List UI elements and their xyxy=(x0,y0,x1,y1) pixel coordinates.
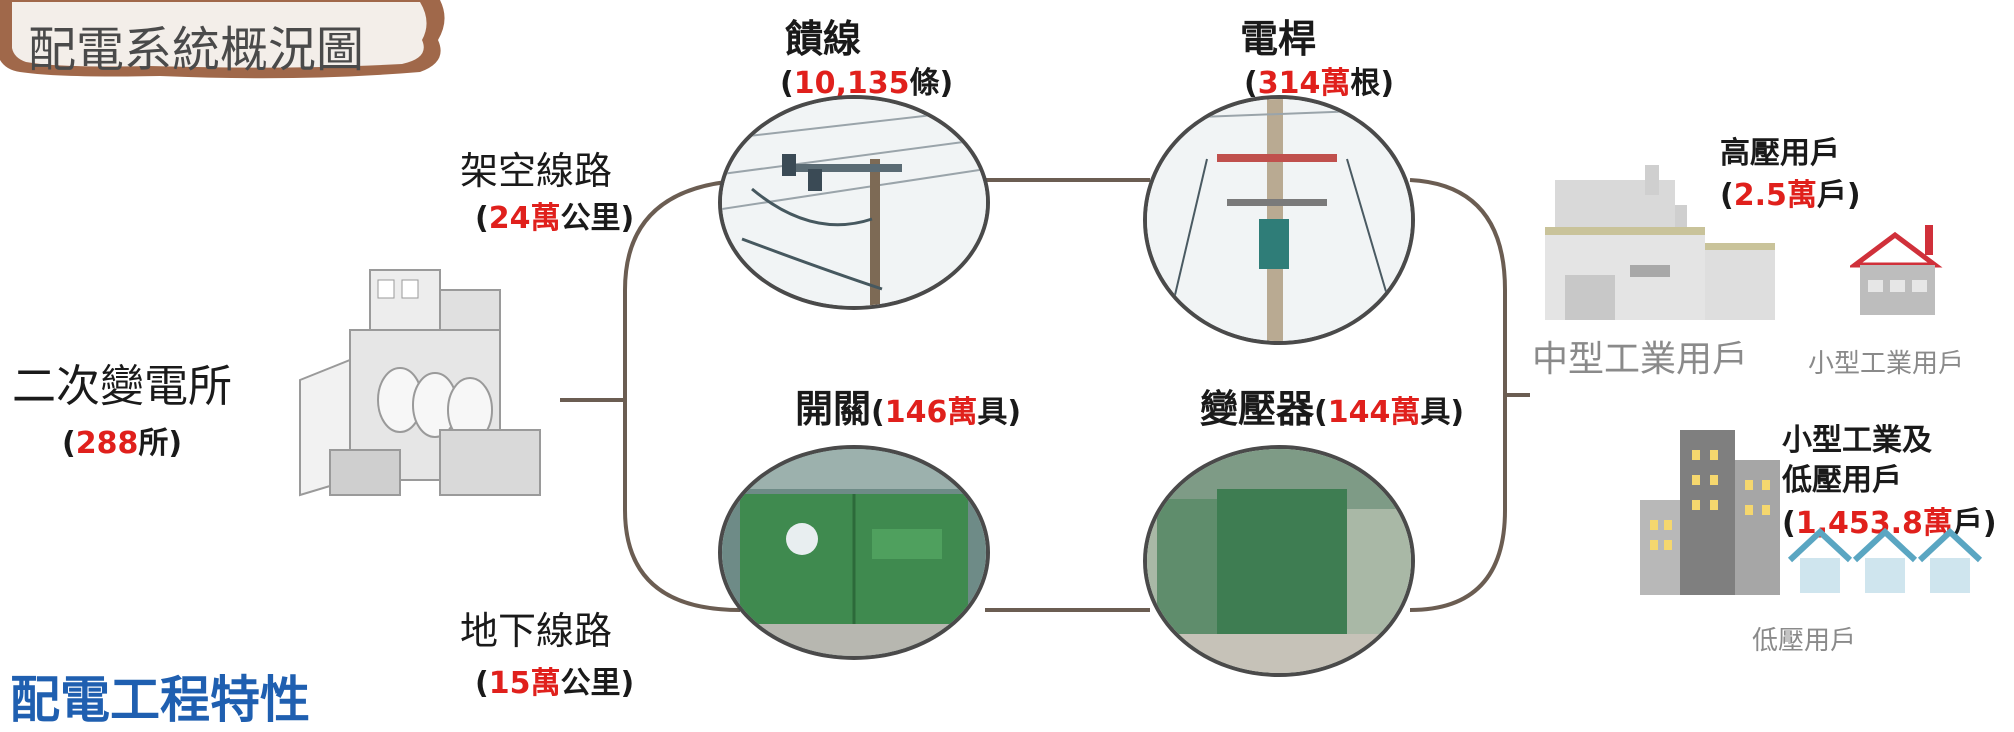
switch-name: 開關 xyxy=(795,387,872,431)
switch-photo-circle xyxy=(718,445,990,660)
hv-customer-number: 2.5萬 xyxy=(1733,178,1817,213)
low-voltage-label: 低壓用戶 xyxy=(1752,626,1857,656)
feeder-count-unit: 條 xyxy=(909,66,940,101)
lv-customer-label-line2: 低壓用戶 xyxy=(1782,463,1902,498)
switch-count-number: 146萬 xyxy=(884,395,978,430)
transformer-count-number: 144萬 xyxy=(1327,395,1421,430)
pole-photo xyxy=(1147,99,1411,341)
underground-line-length: (15萬公里) xyxy=(475,666,635,701)
feeder-label: 饋線 xyxy=(785,17,862,61)
feeder-count: (10,135條) xyxy=(780,66,954,101)
underground-line-label: 地下線路 xyxy=(460,609,613,653)
switch-count-unit: 具 xyxy=(977,395,1008,430)
substation-count: (288所) xyxy=(62,426,183,461)
feeder-photo xyxy=(722,99,986,306)
feeder-photo-circle xyxy=(718,95,990,310)
overhead-line-unit: 公里 xyxy=(560,201,621,236)
substation-label: 二次變電所 xyxy=(12,361,232,412)
switch-photo xyxy=(722,449,986,656)
pole-count-unit: 根 xyxy=(1350,66,1381,101)
title-banner xyxy=(0,0,445,79)
transformer-count-unit: 具 xyxy=(1420,395,1451,430)
pole-label: 電桿 xyxy=(1240,17,1317,61)
underground-line-unit: 公里 xyxy=(560,666,621,701)
banner-title: 配電系統概況圖 xyxy=(28,22,365,78)
substation-count-unit: 所 xyxy=(138,426,169,461)
medium-factory-illustration xyxy=(1545,165,1775,320)
medium-industry-label: 中型工業用戶 xyxy=(1532,339,1749,380)
switch-label: 開關(146萬具) xyxy=(795,387,1022,431)
hv-customer-label: 高壓用戶 xyxy=(1720,136,1840,171)
hv-customer-unit: 戶 xyxy=(1816,178,1847,213)
overhead-line-length: (24萬公里) xyxy=(475,201,635,236)
hv-customer-count: (2.5萬戶) xyxy=(1720,178,1861,213)
transformer-photo xyxy=(1147,449,1411,673)
overhead-line-number: 24萬 xyxy=(488,201,561,236)
residential-illustration xyxy=(1640,430,1983,595)
transformer-label: 變壓器(144萬具) xyxy=(1200,387,1465,431)
overhead-line-label: 架空線路 xyxy=(460,149,613,193)
lv-customer-label-line1: 小型工業及 xyxy=(1782,423,1932,458)
pole-photo-circle xyxy=(1143,95,1415,345)
small-industry-label: 小型工業用戶 xyxy=(1808,349,1965,379)
lv-customer-unit: 戶 xyxy=(1952,506,1983,541)
substation-count-number: 288 xyxy=(75,426,139,461)
footer-title: 配電工程特性 xyxy=(10,671,310,729)
substation-illustration xyxy=(299,269,541,497)
underground-line-number: 15萬 xyxy=(488,666,561,701)
transformer-name: 變壓器 xyxy=(1200,387,1315,431)
transformer-photo-circle xyxy=(1143,445,1415,677)
small-factory-illustration xyxy=(1850,225,1943,315)
